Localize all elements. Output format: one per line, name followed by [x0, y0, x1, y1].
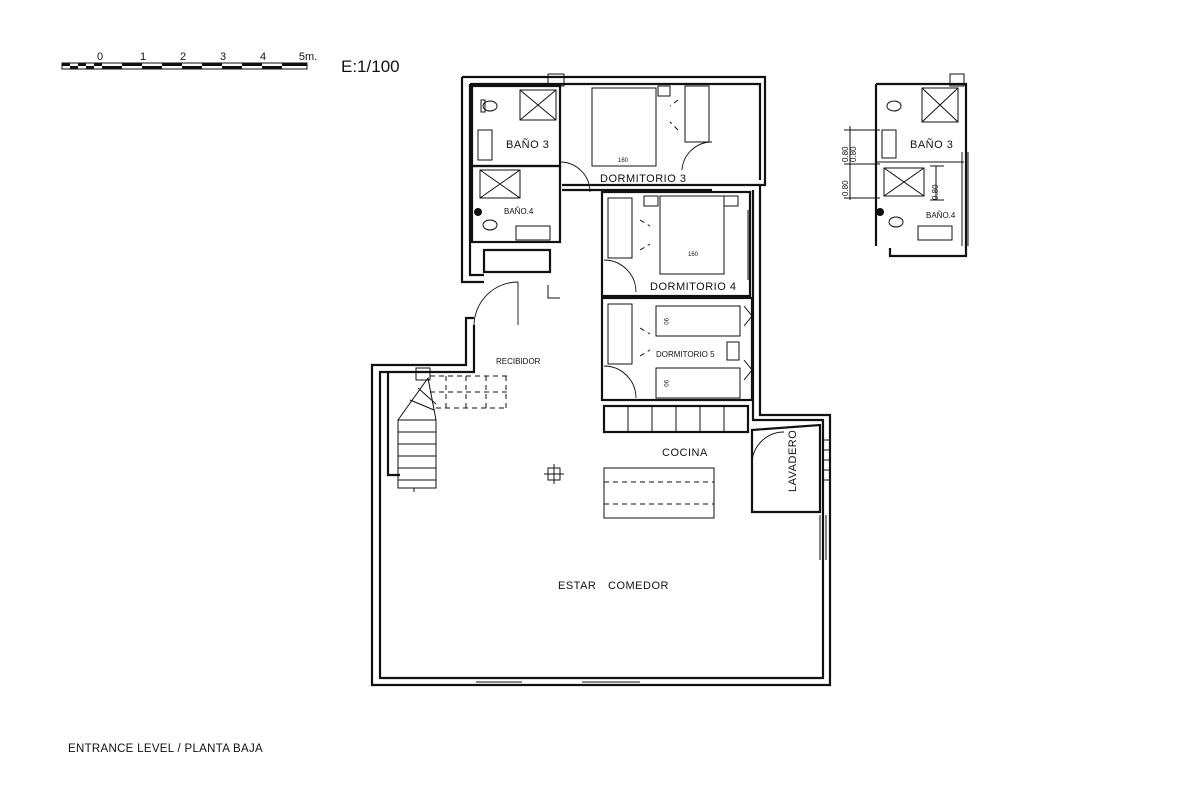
drawing-caption: ENTRANCE LEVEL / PLANTA BAJA: [68, 743, 264, 755]
bed-size-dorm4: 160: [688, 252, 699, 258]
scale-bar: 0 1 2 3 4 5m. E:1/100: [61, 51, 400, 76]
detail-dim-2: 0.80: [841, 180, 850, 196]
bathroom-block: [470, 73, 591, 326]
room-label-dormitorio3: DORMITORIO 3: [600, 173, 686, 185]
bed-size-dorm3: 160: [618, 158, 629, 164]
room-label-dormitorio4: DORMITORIO 4: [650, 281, 736, 293]
room-label-dormitorio5: DORMITORIO 5: [656, 350, 715, 359]
scale-tick-5: 5m.: [299, 51, 317, 63]
scale-tick-3: 3: [220, 51, 226, 63]
room-label-comedor: COMEDOR: [608, 580, 669, 592]
scale-tick-2: 2: [180, 51, 186, 63]
scale-tick-4: 4: [260, 51, 266, 63]
room-label-recibidor: RECIBIDOR: [496, 357, 541, 366]
lavadero: [750, 423, 830, 514]
scale-tick-0: 0: [97, 51, 103, 63]
room-label-estar: ESTAR: [558, 580, 596, 592]
room-label-lavadero: LAVADERO: [787, 430, 799, 492]
room-label-cocina: COCINA: [662, 447, 708, 459]
kitchen: [544, 404, 750, 519]
detail-label-bano4: BAÑO.4: [926, 211, 956, 220]
bed-size-dorm5a: 90: [662, 318, 668, 325]
dormitorio-3: [562, 85, 760, 192]
scale-ratio: E:1/100: [341, 57, 400, 76]
staircase: [386, 367, 508, 492]
outer-walls: [370, 75, 832, 687]
detail-dim-4: 0.80: [931, 184, 940, 200]
detail-label-bano3: BAÑO 3: [910, 138, 953, 151]
bed-size-dorm5b: 90: [662, 380, 668, 387]
detail-dim-3: 0.80: [849, 146, 858, 162]
scale-tick-1: 1: [140, 51, 146, 63]
dormitorio-5: [600, 296, 754, 402]
bathroom-detail: [844, 73, 969, 258]
room-label-bano3: BAÑO 3: [506, 138, 549, 151]
room-label-bano4: BAÑO.4: [504, 207, 534, 216]
detail-dim-1: 0.80: [841, 146, 850, 162]
dormitorio-4: [600, 190, 752, 298]
